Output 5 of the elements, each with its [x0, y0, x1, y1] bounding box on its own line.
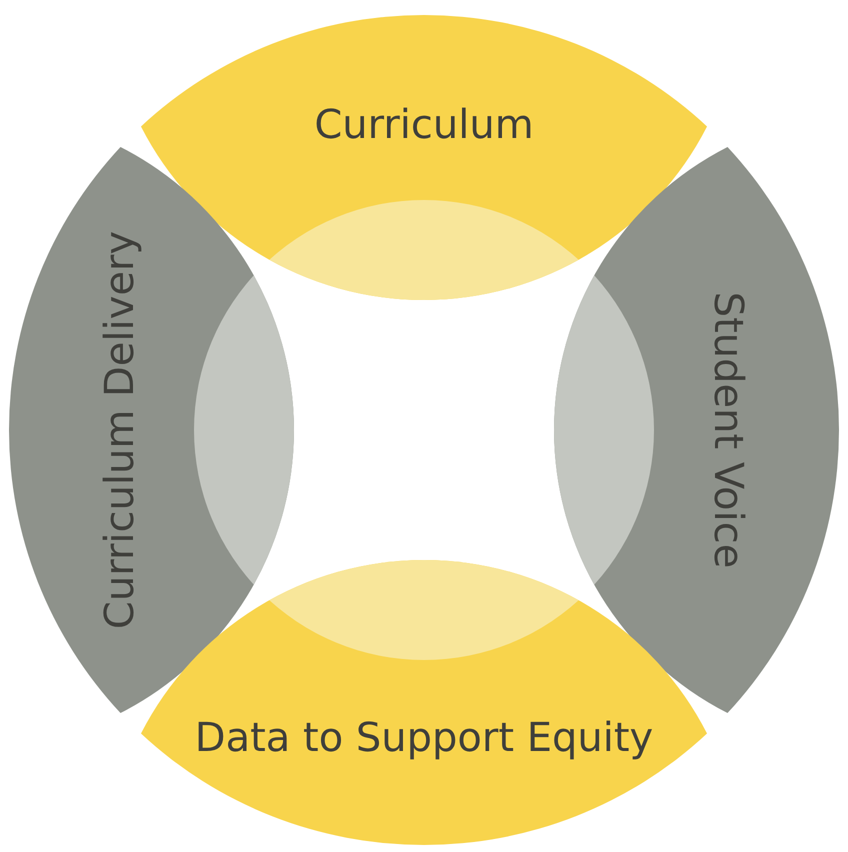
segment-label: Curriculum Delivery	[96, 230, 144, 632]
segment-label: Student Voice	[704, 290, 752, 570]
segment-label: Data to Support Equity	[194, 714, 654, 763]
segment-label: Curriculum	[313, 101, 535, 150]
equity-segment	[140, 560, 708, 845]
